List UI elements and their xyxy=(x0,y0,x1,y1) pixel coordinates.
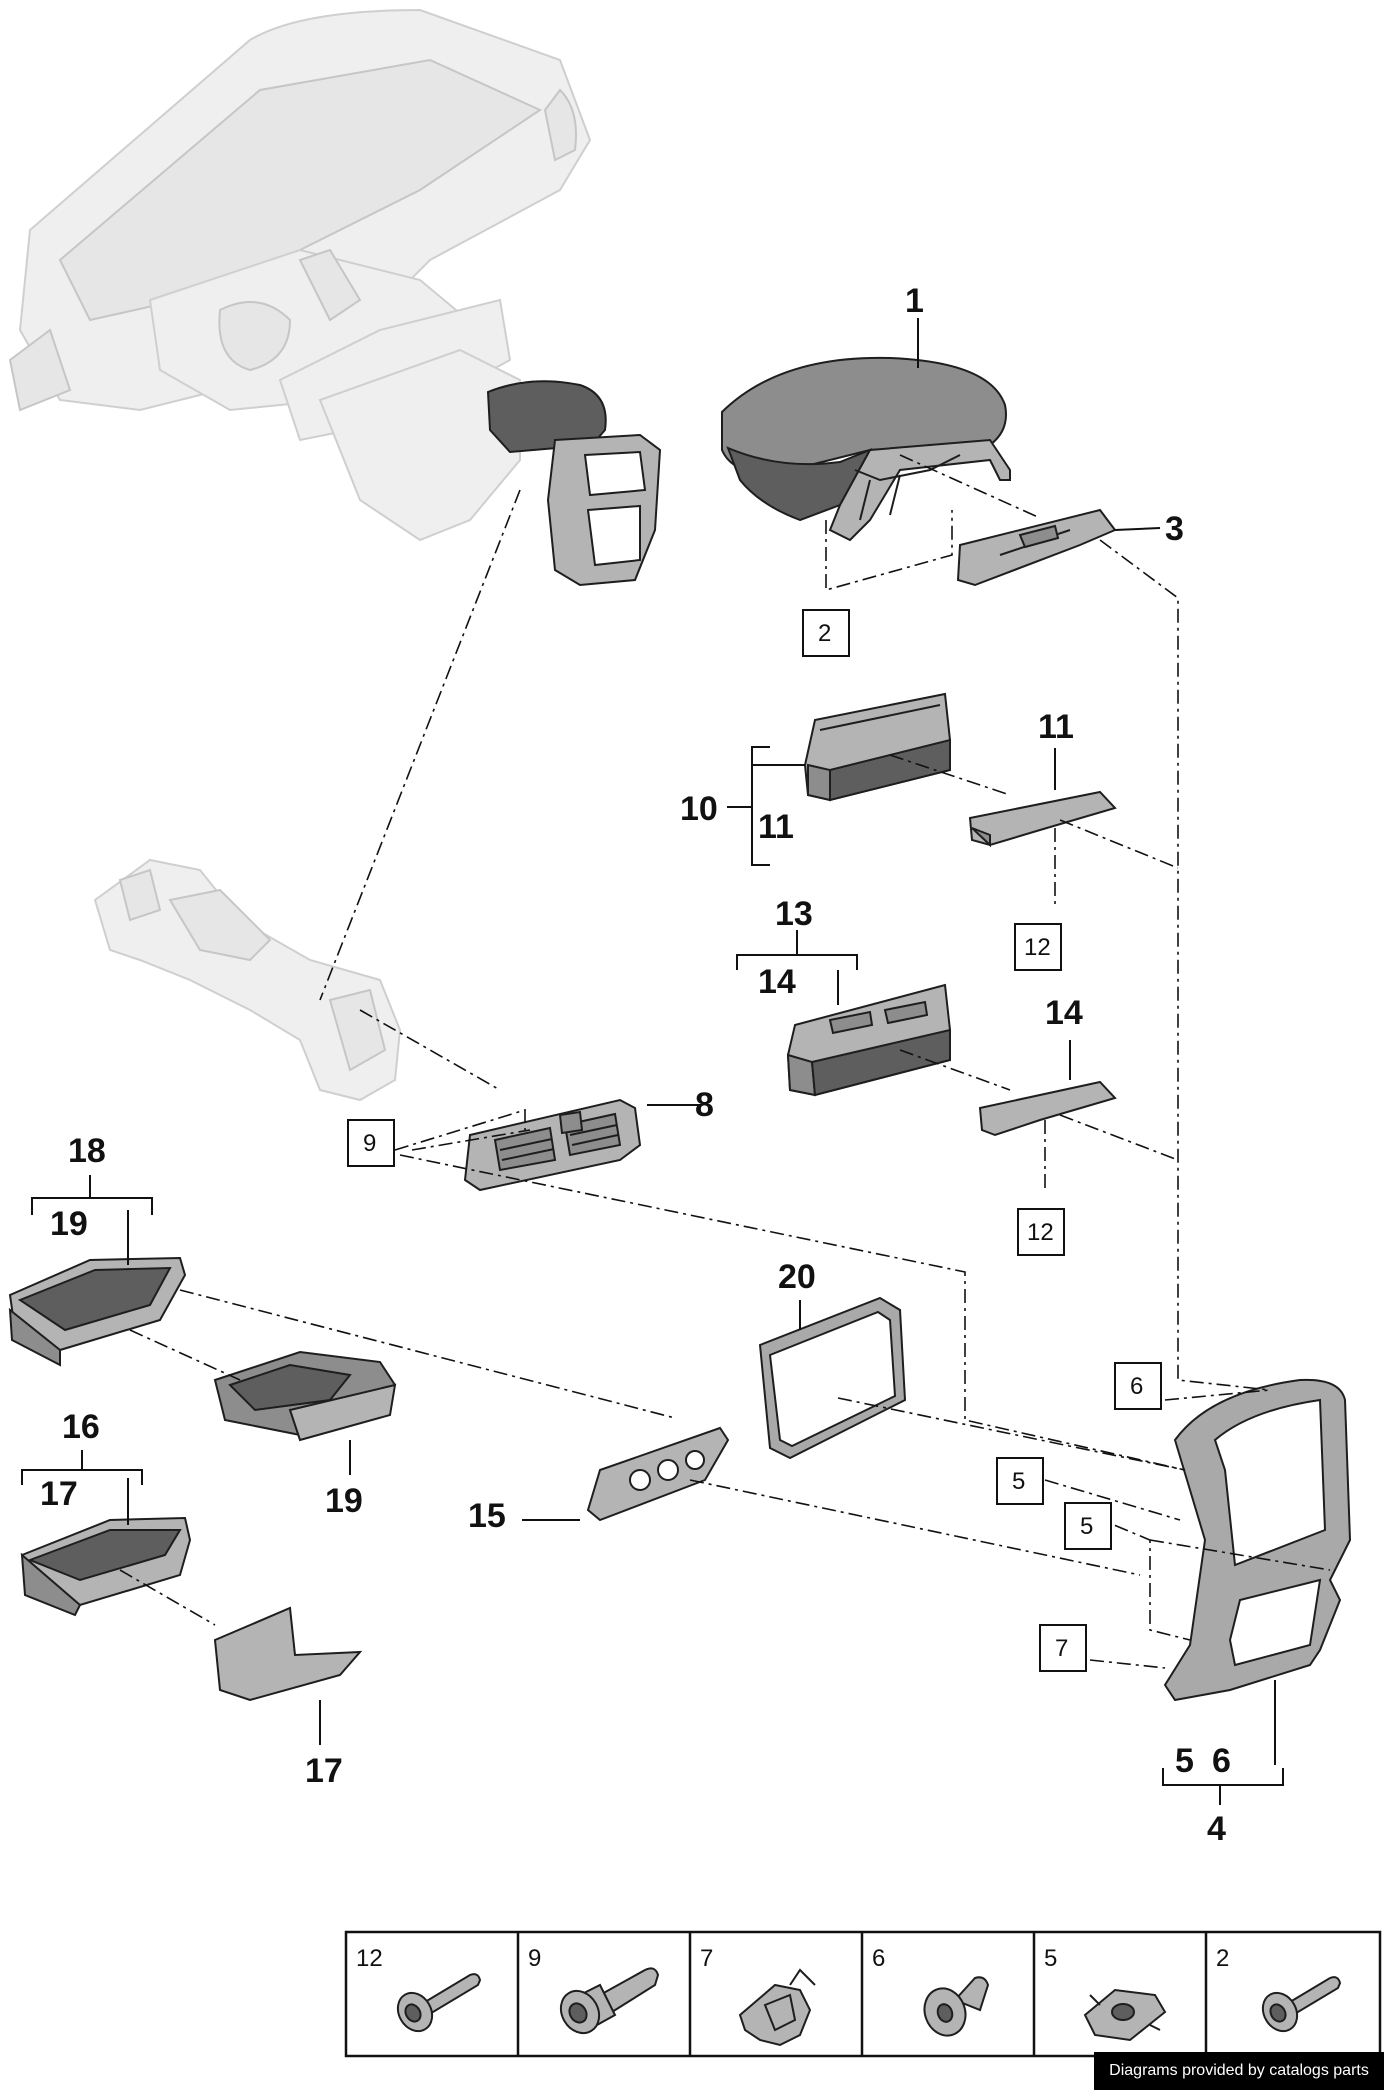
callout-19-bracket: 19 xyxy=(50,1205,88,1243)
part-8-air-vent xyxy=(463,1098,642,1192)
clip-nut-icon xyxy=(1083,1988,1167,2042)
part-19-insert xyxy=(213,1350,397,1442)
callout-10: 10 xyxy=(680,790,718,828)
callout-6: 6 xyxy=(1212,1742,1231,1780)
callout-11-bracket: 11 xyxy=(758,808,794,846)
torx-bolt-icon xyxy=(396,1973,482,2033)
part-17-tray-mat xyxy=(213,1606,363,1702)
part-4-console-trim-panel xyxy=(1163,1378,1352,1702)
diagram-credit-banner: Diagrams provided by catalogs parts xyxy=(1094,2052,1384,2090)
part-3-bracket xyxy=(956,508,1117,587)
part-11-tray-mat xyxy=(968,790,1117,848)
boxed-callout-9: 9 xyxy=(363,1130,376,1157)
callout-14-side: 14 xyxy=(1045,994,1083,1032)
part-18-lower-storage-box xyxy=(8,1256,187,1367)
callout-17-side: 17 xyxy=(305,1752,343,1790)
fastener-label-6: 6 xyxy=(872,1945,885,1972)
callout-17-bracket: 17 xyxy=(40,1475,78,1513)
socket-bolt-icon xyxy=(559,1967,660,2035)
callout-15: 15 xyxy=(468,1497,506,1535)
fastener-label-9: 9 xyxy=(528,1945,541,1972)
boxed-callout-7: 7 xyxy=(1055,1635,1068,1662)
part-13-storage-box xyxy=(786,983,951,1097)
fastener-label-5: 5 xyxy=(1044,1945,1057,1972)
callout-11-top: 11 xyxy=(1038,708,1074,746)
callout-numbers: 1 3 11 10 11 13 14 14 8 18 19 19 16 17 1… xyxy=(40,282,1231,1848)
fastener-legend-table: 12 9 7 6 5 2 xyxy=(344,1930,1382,2058)
callout-18: 18 xyxy=(68,1132,106,1170)
boxed-callout-12-upper: 12 xyxy=(1024,934,1051,961)
dashboard-context-illustration xyxy=(8,8,662,587)
part-16-storage-box xyxy=(20,1516,192,1617)
callout-5: 5 xyxy=(1175,1742,1194,1780)
part-15-switch-bracket xyxy=(586,1426,730,1522)
connection-lines xyxy=(119,454,1331,1669)
boxed-callout-5-upper: 5 xyxy=(1012,1468,1025,1495)
boxed-callouts: 2 12 12 9 6 5 5 7 xyxy=(347,609,1162,1672)
callout-19-side: 19 xyxy=(325,1482,363,1520)
boxed-callout-2: 2 xyxy=(818,620,831,647)
callout-4: 4 xyxy=(1207,1810,1226,1848)
callout-8: 8 xyxy=(695,1086,714,1124)
callout-1: 1 xyxy=(905,282,924,320)
boxed-callout-6: 6 xyxy=(1130,1373,1143,1400)
leader-lines xyxy=(21,318,1284,1805)
part-20-display-frame xyxy=(758,1296,907,1460)
boxed-callout-5-lower: 5 xyxy=(1080,1513,1093,1540)
expansion-rivet-icon xyxy=(923,1976,990,2037)
fastener-label-7: 7 xyxy=(700,1945,713,1972)
torx-screw-icon xyxy=(1261,1976,1342,2033)
part-10-storage-box xyxy=(803,692,951,802)
callout-3: 3 xyxy=(1165,510,1184,548)
callout-13: 13 xyxy=(775,895,813,933)
part-1-armrest xyxy=(721,356,1011,542)
callout-20: 20 xyxy=(778,1258,816,1296)
console-support-frame-context xyxy=(93,858,402,1102)
boxed-callout-12-lower: 12 xyxy=(1027,1219,1054,1246)
fastener-label-12: 12 xyxy=(356,1945,383,1972)
fastener-label-2: 2 xyxy=(1216,1945,1229,1972)
spring-clip-icon xyxy=(738,1968,816,2047)
part-14-tray-mat xyxy=(978,1080,1117,1137)
armrest-context-highlight xyxy=(486,380,607,454)
callout-16: 16 xyxy=(62,1408,100,1446)
callout-14-bracket: 14 xyxy=(758,963,796,1001)
